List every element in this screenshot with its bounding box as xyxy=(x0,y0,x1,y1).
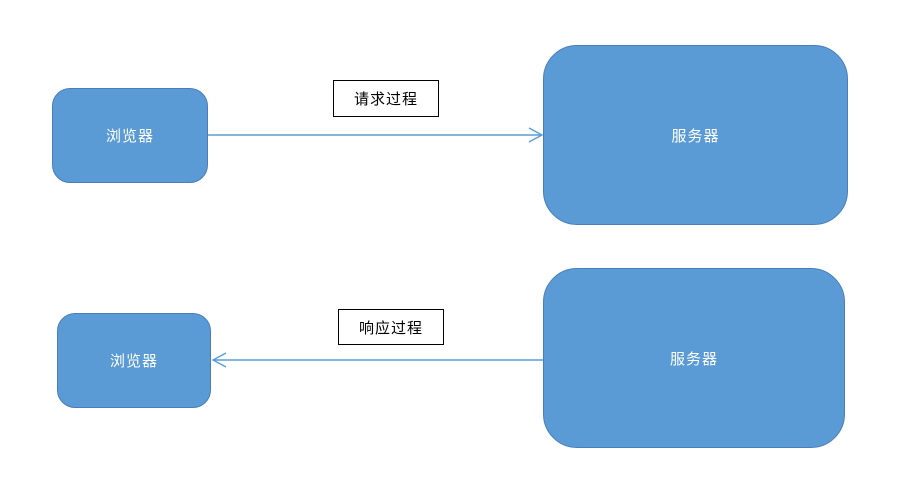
server-node-response-label: 服务器 xyxy=(669,350,718,368)
browser-node-request-label: 浏览器 xyxy=(105,128,154,145)
request-process-label: 请求过程 xyxy=(353,91,418,108)
server-node-request-label: 服务器 xyxy=(671,127,720,145)
browser-node-request: 浏览器 xyxy=(52,88,208,183)
response-arrow xyxy=(211,352,543,368)
browser-node-response: 浏览器 xyxy=(57,313,211,408)
server-node-request: 服务器 xyxy=(543,45,848,225)
server-node-response: 服务器 xyxy=(543,268,845,448)
browser-node-response-label: 浏览器 xyxy=(109,353,158,370)
request-process-label-box: 请求过程 xyxy=(333,80,439,117)
response-process-label: 响应过程 xyxy=(358,319,423,337)
response-process-label-box: 响应过程 xyxy=(338,309,444,345)
request-arrow xyxy=(208,127,544,143)
